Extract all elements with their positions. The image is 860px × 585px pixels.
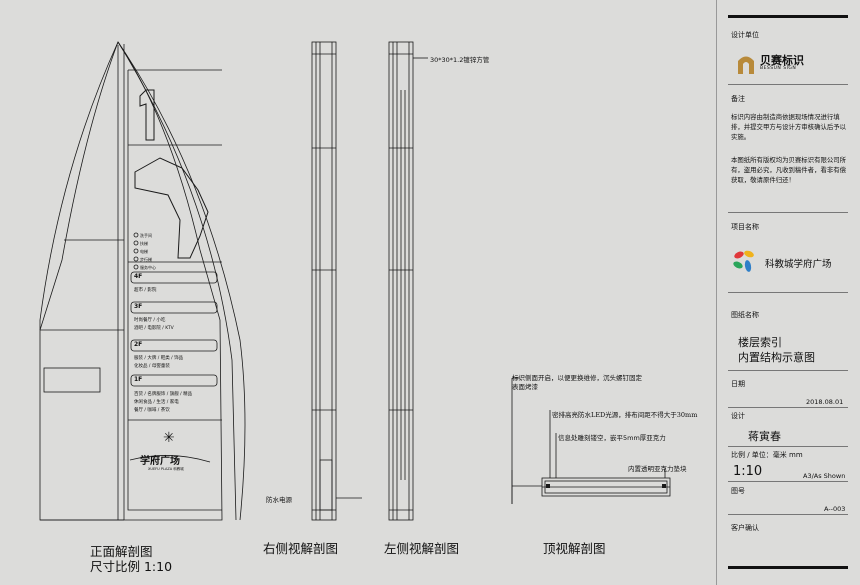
floor-desc-4f: 超市 / 影院	[134, 288, 157, 293]
floor-tag-2f: 2F	[134, 341, 143, 348]
caption-scale: 尺寸比例 1:10	[90, 559, 173, 574]
remarks-label: 备注	[731, 95, 745, 103]
remark-1: 标识内容由制造商依据现场情况进行填排，并提交甲方与设计方审核确认后予以实施。	[731, 113, 847, 141]
annotation-tube: 30*30*1.2镀锌方管	[430, 56, 490, 64]
floor-tag-4f: 4F	[134, 273, 143, 280]
floor-desc3-1f: 餐厅 / 咖啡 / 茶饮	[134, 408, 170, 413]
floor-desc2-1f: 休闲食品 / 生活 / 家电	[134, 400, 179, 405]
left-side-view	[388, 41, 428, 521]
legend-item: 洗手间	[140, 233, 152, 238]
top-view-corner-a	[546, 484, 550, 488]
company-logo-icon	[738, 56, 754, 74]
annotation-acrylic: 信息处雕刻镂空，嵌平5mm厚亚克力	[558, 434, 666, 442]
top-view-corner-b	[662, 484, 666, 488]
top-view	[511, 377, 671, 504]
legend-item: 服务中心	[140, 265, 156, 270]
floor-desc2-3f: 酒吧 / 电影院 / KTV	[134, 326, 174, 331]
brand-name-en: XUEFU PLAZA 科教城	[148, 467, 184, 471]
designer-label: 设计	[731, 412, 745, 420]
divider	[728, 370, 848, 371]
technical-drawing	[39, 41, 671, 521]
company-name: 贝赛标识	[760, 54, 804, 67]
legend-item: 步行梯	[140, 257, 152, 262]
divider	[728, 446, 848, 447]
company-name-en: BESSUN SIGN	[760, 66, 797, 71]
front-view	[39, 41, 246, 521]
drawing-name-line-1: 楼层索引	[738, 336, 782, 349]
floor-desc-2f: 服装 / 大牌 / 鞋类 / 饰品	[134, 356, 184, 361]
drawing-number: A--003	[824, 505, 846, 513]
caption-front: 正面解剖图	[90, 544, 153, 559]
annotation-side-panel: 标识侧面开启，以便更换维修，沉头螺钉固定	[512, 374, 642, 382]
scale-value: 1:10	[733, 464, 763, 479]
annotation-led: 密排高亮防水LED光源，排布间距不得大于30mm	[552, 411, 698, 419]
title-block-top-bar	[728, 15, 848, 18]
floor-desc2-2f: 化妆品 / 母婴童装	[134, 364, 170, 369]
caption-right: 右侧视解剖图	[263, 541, 339, 556]
divider	[728, 84, 848, 85]
scale-label: 比例 / 单位：毫米 mm	[731, 451, 803, 459]
floor-tag-3f: 3F	[134, 303, 143, 310]
caption-left: 左侧视解剖图	[384, 541, 460, 556]
drawing-number-label: 图号	[731, 487, 745, 495]
floor-desc-1f: 百货 / 名牌服饰 / 旗舰 / 精品	[134, 392, 193, 397]
legend-item: 扶梯	[140, 241, 148, 246]
floor-tag-1f: 1F	[134, 376, 143, 383]
drawing-name-line-2: 内置结构示意图	[738, 351, 815, 364]
divider	[728, 481, 848, 482]
project-label: 项目名称	[731, 223, 759, 231]
annotation-side-panel-2: 表面烤漆	[512, 383, 538, 391]
title-block-bottom-bar	[728, 566, 848, 569]
date-value: 2018.08.01	[806, 398, 844, 406]
drawing-name-label: 图纸名称	[731, 311, 759, 319]
floor-desc-3f: 时尚餐厅 / 小吃	[134, 318, 166, 323]
design-unit-label: 设计单位	[731, 31, 759, 39]
legend-item: 电梯	[140, 249, 148, 254]
annotation-top-acrylic: 内置透明亚克力垫块	[628, 465, 687, 473]
front-legend: 洗手间 扶梯 电梯 步行梯 服务中心	[140, 232, 156, 272]
right-side-view	[311, 41, 362, 521]
divider	[728, 407, 848, 408]
title-block	[716, 0, 860, 585]
project-logo-icon	[733, 250, 754, 272]
project-name: 科教城学府广场	[765, 259, 832, 270]
brand-flower-icon: ✳	[163, 430, 175, 446]
date-label: 日期	[731, 380, 745, 388]
divider	[728, 514, 848, 515]
annotation-power: 防水电源	[266, 496, 292, 504]
brand-name: 学府广场	[140, 456, 180, 467]
divider	[728, 292, 848, 293]
divider	[728, 212, 848, 213]
designer-name: 蒋寅春	[748, 430, 781, 443]
caption-top: 顶视解剖图	[543, 541, 606, 556]
remark-2: 本图纸所有版权均为贝赛标识有限公司所有，盗用必究，凡收到稿件者，看非有偿获取，敬…	[731, 156, 847, 184]
scale-note: A3/As Shown	[803, 472, 846, 480]
client-confirm-label: 客户确认	[731, 524, 759, 532]
